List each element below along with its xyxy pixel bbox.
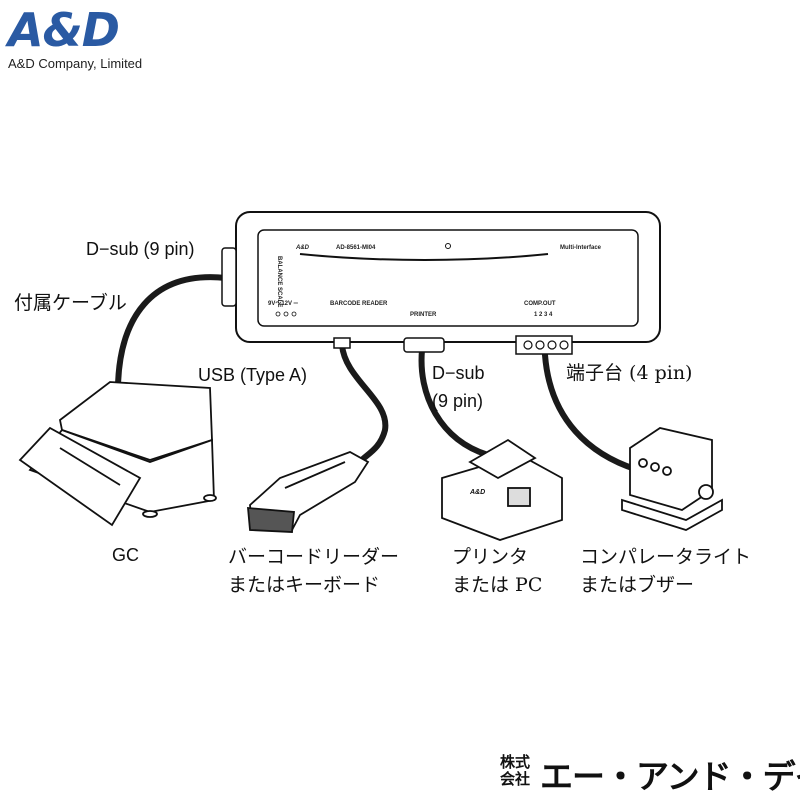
power-symbol-icon [275,311,281,317]
label-barcode-1: バーコードリーダー [228,546,400,568]
cable-usb [339,342,389,465]
barcode-reader-illustration [247,451,370,533]
logo-company-name: A&D Company, Limited [8,56,143,71]
scale-foot [142,510,158,518]
printer-top [468,438,537,480]
panel-port-comp: COMP.OUT [524,301,556,307]
panel-port-barcode: BARCODE READER [330,301,388,307]
label-dsub-scale: D−sub (9 pin) [86,239,195,259]
comparator-lamp-icon [662,466,672,476]
label-gc: GC [112,545,139,565]
comparator-lamp-icon [650,462,660,472]
terminal-screw-icon [523,340,533,350]
cable-printer [418,347,491,458]
label-printer-1: プリンタ [452,546,529,568]
barcode-reader-head [247,507,295,533]
label-included-cable: 付属ケーブル [14,292,127,314]
label-printer-2: または PC [452,574,543,596]
cable-scale [115,274,229,388]
comparator-lamp-icon [638,458,648,468]
panel-port-printer: PRINTER [410,312,437,318]
panel-comp-pins: 1 2 3 4 [534,312,553,318]
scale-foot [203,494,217,502]
scale-display-line [59,447,121,486]
scale-illustration [18,381,217,527]
label-usb: USB (Type A) [198,365,308,385]
terminal-screw-icon [559,340,569,350]
printer-keypad [507,487,531,507]
scale-display [18,426,142,527]
company-logo: A&D A&D Company, Limited [8,3,168,71]
label-dsub-printer-1: D−sub [432,363,485,383]
comparator-light-illustration [621,427,723,531]
comparator-bracket [621,498,723,531]
power-symbol-icon [291,311,297,317]
power-symbol-icon [283,311,289,317]
corporate-type: 株式 会社 [500,753,531,788]
corporate-name-mark: 株式 会社 エー・アンド・デイ [500,750,800,797]
label-barcode-2: またはキーボード [228,574,381,596]
terminal-screw-icon [547,340,557,350]
comparator-knob-icon [698,484,714,500]
cable-terminal [542,352,641,473]
barcode-reader-groove [284,461,346,489]
dsub-connector-printer [403,337,445,353]
status-led [445,243,451,249]
panel-model: AD-8561-MI04 [336,245,376,251]
box-swoosh [299,253,549,261]
cables [115,274,641,473]
corporate-name: エー・アンド・デイ [540,757,800,796]
logo-mark: A&D [8,3,120,57]
panel-power: 9V～12V ═ [268,301,299,307]
label-comparator-2: またはブザー [580,574,695,596]
printer-brand-mark: A&D [469,489,485,496]
label-dsub-printer-2: (9 pin) [432,391,484,411]
usb-port [333,337,351,349]
label-terminal-block: 端子台 (4 pin) [566,362,693,384]
interface-box: A&D AD-8561-MI04 Multi-Interface BALANCE… [221,211,661,355]
dsub-connector-left [221,247,237,307]
printer-illustration: A&D [441,438,563,541]
panel-brand: A&D [295,245,310,251]
label-comparator-1: コンパレータライト [580,546,752,568]
panel-name: Multi-Interface [560,245,602,251]
terminal-screw-icon [535,340,545,350]
panel-side-label: BALANCE SCALE [276,256,282,307]
